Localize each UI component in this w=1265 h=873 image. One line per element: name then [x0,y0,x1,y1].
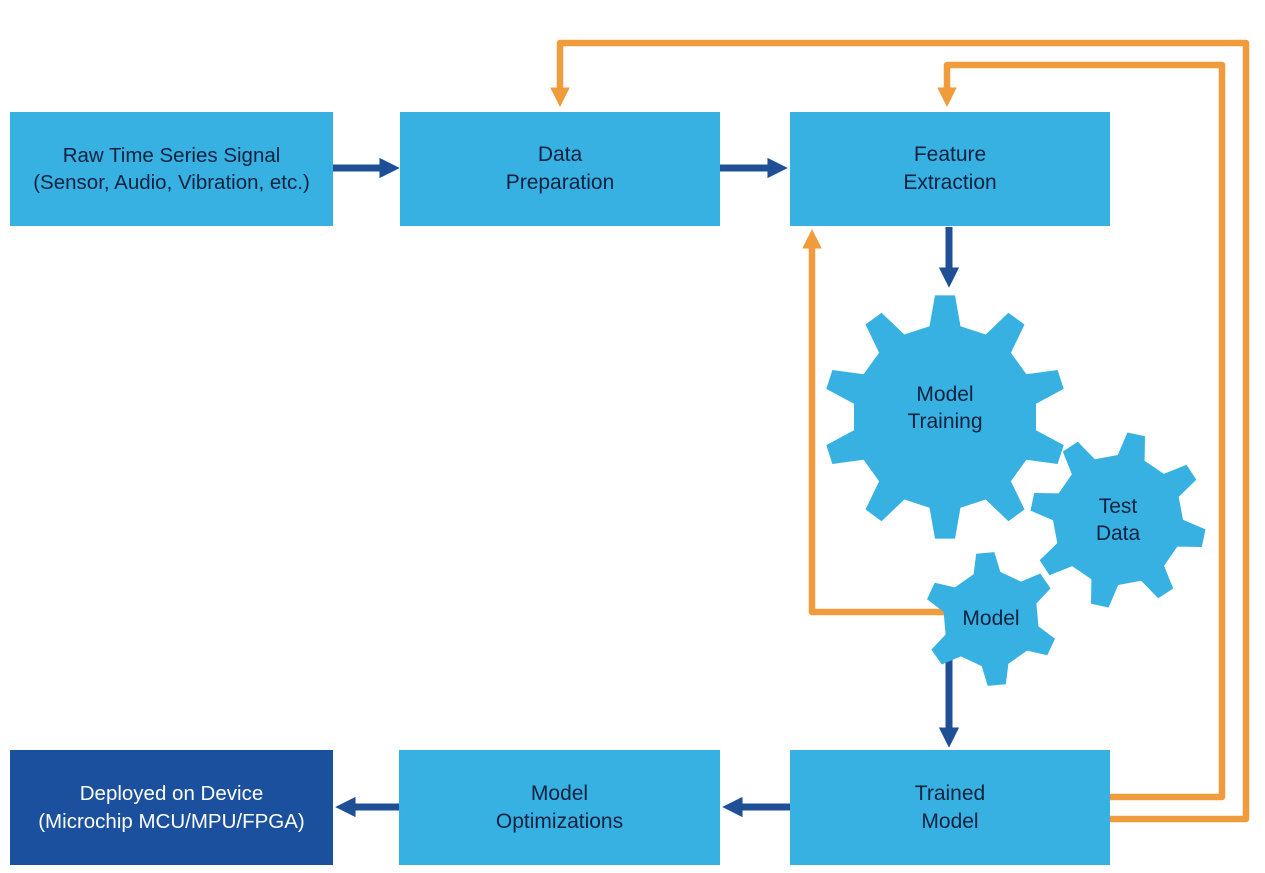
box-deployed-on-device: Deployed on Device (Microchip MCU/MPU/FP… [10,750,333,865]
box-label-line: (Sensor, Audio, Vibration, etc.) [33,171,310,194]
box-label-line: Deployed on Device [79,782,264,806]
box-label-line: Raw Time Series Signal [62,143,281,167]
box-label-line: Model [921,809,979,833]
model-gear-icon [927,552,1055,686]
box-label-line: Optimizations [495,809,624,833]
box-raw-time-series-signal: Raw Time Series Signal (Sensor, Audio, V… [10,112,333,226]
box-data-preparation: Data Preparation [400,112,720,226]
box-label-line: Feature [913,143,987,167]
box-label-line: Extraction [903,171,997,194]
box-feature-extraction: Feature Extraction [790,112,1110,226]
feedback-arrow-trained-model-to-data-preparation [550,39,1250,823]
feedback-arrow-trained-model-to-feature-extraction [937,61,1226,801]
box-trained-model: Trained Model [790,750,1110,865]
box-label-line: (Microchip MCU/MPU/FPGA) [38,809,305,833]
box-label-line: Data [537,143,583,167]
box-label-line: Preparation [505,171,615,194]
feedback-arrow-model-to-feature-extraction [802,228,947,616]
box-model-optimizations: Model Optimizations [399,750,720,865]
test-data-gear-icon [1030,432,1206,608]
box-label-line: Model [530,781,589,805]
box-label-line: Trained [914,781,986,805]
model-training-gear-icon [826,295,1064,539]
